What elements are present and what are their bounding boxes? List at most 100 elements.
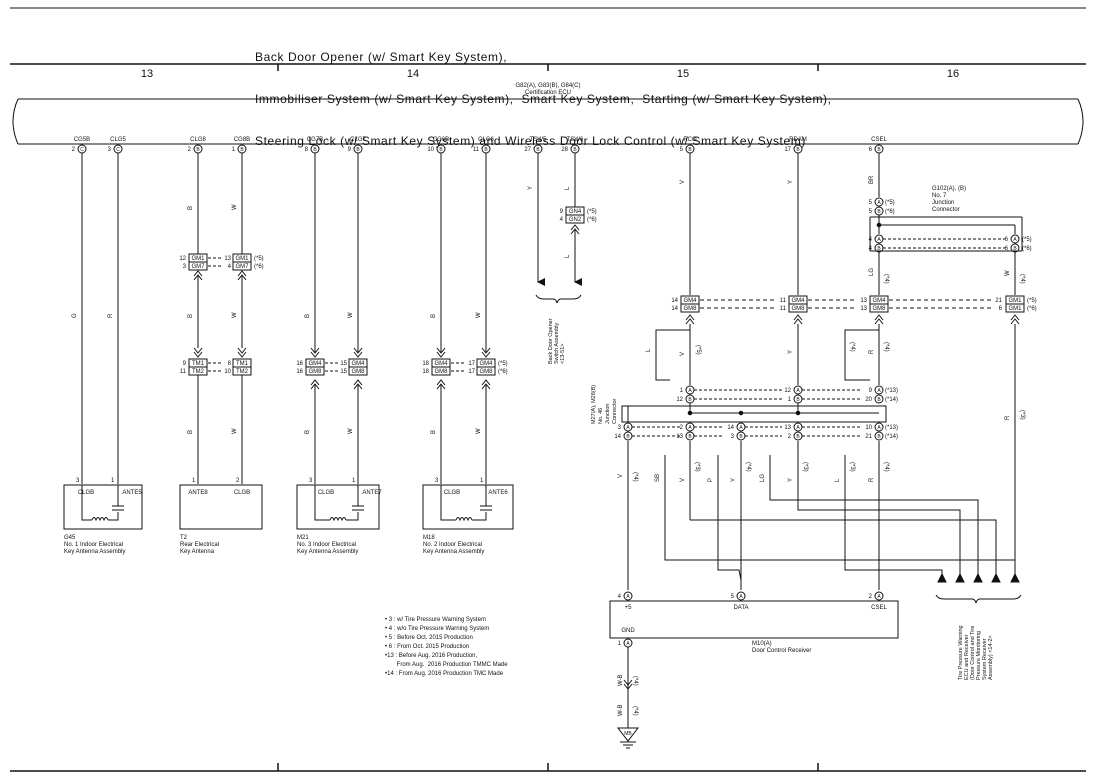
svg-text:(*3): (*3) (694, 462, 700, 472)
svg-text:CLG8: CLG8 (190, 137, 206, 143)
svg-text:1: 1 (192, 478, 196, 484)
svg-text:(*4): (*4) (883, 342, 889, 352)
svg-text:GM7: GM7 (235, 264, 249, 270)
svg-text:B: B (536, 147, 540, 153)
svg-text:(*4): (*4) (632, 676, 638, 686)
svg-text:12: 12 (784, 388, 791, 394)
svg-text:28: 28 (561, 147, 568, 153)
svg-text:L: L (565, 254, 571, 258)
svg-text:No. 3 Indoor Electrical: No. 3 Indoor Electrical (297, 542, 356, 548)
note-7: •14 : From Aug. 2016 Production TMC Made (385, 671, 504, 677)
svg-text:R: R (108, 313, 114, 318)
svg-text:ECU and Receiver: ECU and Receiver (964, 634, 970, 680)
svg-text:(*14): (*14) (885, 397, 898, 403)
ecu-code: G82(A), G83(B), G84(C) (515, 83, 580, 89)
svg-text:A: A (688, 388, 692, 394)
svg-text:12: 12 (676, 397, 683, 403)
svg-text:R: R (869, 349, 875, 354)
svg-text:(*5): (*5) (254, 256, 264, 262)
back-door-switch-circuit: Y L GN4 GN2 9 4 (*5) (*6) L Back Door Op… (528, 153, 597, 364)
svg-text:W-B: W-B (618, 674, 624, 686)
svg-text:17: 17 (784, 147, 791, 153)
svg-text:14: 14 (671, 298, 678, 304)
svg-text:V: V (680, 180, 686, 184)
svg-text:W: W (476, 428, 482, 434)
svg-text:1: 1 (680, 388, 684, 394)
svg-text:CG7B: CG7B (307, 137, 323, 143)
svg-text:M18: M18 (423, 535, 435, 541)
svg-text:M27(A), M28(B): M27(A), M28(B) (591, 385, 597, 424)
svg-text:11: 11 (780, 298, 787, 304)
svg-text:27: 27 (524, 147, 531, 153)
t2-circuit: B W GM1 GM7 12 3 13 4 GM1 GM7 (*5) (*6) … (179, 153, 264, 555)
certification-ecu: G82(A), G83(B), G84(C) Certification ECU (12, 83, 1084, 145)
svg-text:W: W (232, 312, 238, 318)
svg-text:20: 20 (865, 397, 872, 403)
svg-text:Switch Assembly: Switch Assembly (554, 322, 560, 364)
svg-text:ANTE5: ANTE5 (122, 490, 142, 496)
svg-text:13: 13 (224, 256, 231, 262)
svg-text:C: C (116, 147, 120, 153)
svg-text:18: 18 (422, 361, 429, 367)
svg-text:10: 10 (865, 425, 872, 431)
svg-text:G45: G45 (64, 535, 76, 541)
svg-text:GM1: GM1 (191, 256, 205, 262)
svg-text:3: 3 (108, 147, 112, 153)
svg-text:B: B (626, 434, 630, 440)
svg-text:GM8: GM8 (872, 306, 886, 312)
svg-text:R: R (869, 477, 875, 482)
svg-text:(*4): (*4) (1019, 274, 1025, 284)
svg-text:1: 1 (232, 147, 236, 153)
svg-text:CLGB: CLGB (318, 490, 334, 496)
svg-text:B: B (688, 147, 692, 153)
svg-text:(*4): (*4) (632, 706, 638, 716)
svg-text:3: 3 (618, 425, 622, 431)
svg-text:Assembly) <14-2>: Assembly) <14-2> (988, 635, 994, 680)
svg-text:CSEL: CSEL (871, 605, 887, 611)
svg-text:Back Door Opener: Back Door Opener (548, 318, 554, 364)
svg-text:CLGB: CLGB (78, 490, 94, 496)
bottom-frame (10, 763, 1086, 772)
svg-text:ANTE6: ANTE6 (488, 490, 508, 496)
svg-text:4: 4 (560, 217, 564, 223)
svg-text:2: 2 (236, 478, 240, 484)
svg-text:GN2: GN2 (569, 217, 582, 223)
svg-text:(*4): (*4) (883, 274, 889, 284)
svg-text:ANTE8: ANTE8 (188, 490, 208, 496)
svg-text:Rear Electrical: Rear Electrical (180, 542, 219, 548)
pin-clg7: CLG7 9 B (348, 137, 366, 154)
svg-text:A: A (688, 425, 692, 431)
svg-text:B: B (240, 147, 244, 153)
pin-clg8: CLG8 2 B (188, 137, 206, 154)
svg-text:6: 6 (869, 147, 873, 153)
svg-text:5: 5 (869, 209, 873, 215)
svg-text:<13-51>: <13-51> (560, 344, 566, 365)
svg-text:(*3): (*3) (1019, 410, 1025, 420)
pin-clg6: CLG6 11 B (473, 137, 494, 154)
svg-text:4: 4 (618, 594, 622, 600)
svg-text:CLG7: CLG7 (350, 137, 366, 143)
svg-text:(*14): (*14) (885, 434, 898, 440)
svg-text:RCO: RCO (683, 137, 697, 143)
svg-text:16: 16 (296, 369, 303, 375)
svg-text:GM8: GM8 (479, 369, 493, 375)
svg-text:B: B (688, 397, 692, 403)
svg-text:3: 3 (731, 434, 735, 440)
svg-text:(*4): (*4) (883, 462, 889, 472)
svg-text:B: B (796, 397, 800, 403)
svg-text:A: A (796, 425, 800, 431)
pin-rco: RCO 5 B (680, 137, 697, 154)
svg-text:6: 6 (1005, 237, 1009, 243)
svg-text:21: 21 (865, 434, 872, 440)
svg-text:3: 3 (183, 264, 187, 270)
svg-text:TM1: TM1 (192, 361, 205, 367)
m21-circuit: B W GM4 GM8 16 16 15 15 GM4 GM8 B W 3 1 … (296, 153, 382, 555)
footnotes: • 3 : w/ Tire Pressure Warning System • … (385, 617, 508, 677)
svg-text:3: 3 (435, 478, 439, 484)
svg-text:A: A (626, 641, 630, 647)
svg-text:GN4: GN4 (569, 209, 582, 215)
svg-text:1: 1 (111, 478, 115, 484)
svg-text:11: 11 (780, 306, 787, 312)
svg-text:B: B (196, 147, 200, 153)
svg-text:11: 11 (473, 147, 480, 153)
